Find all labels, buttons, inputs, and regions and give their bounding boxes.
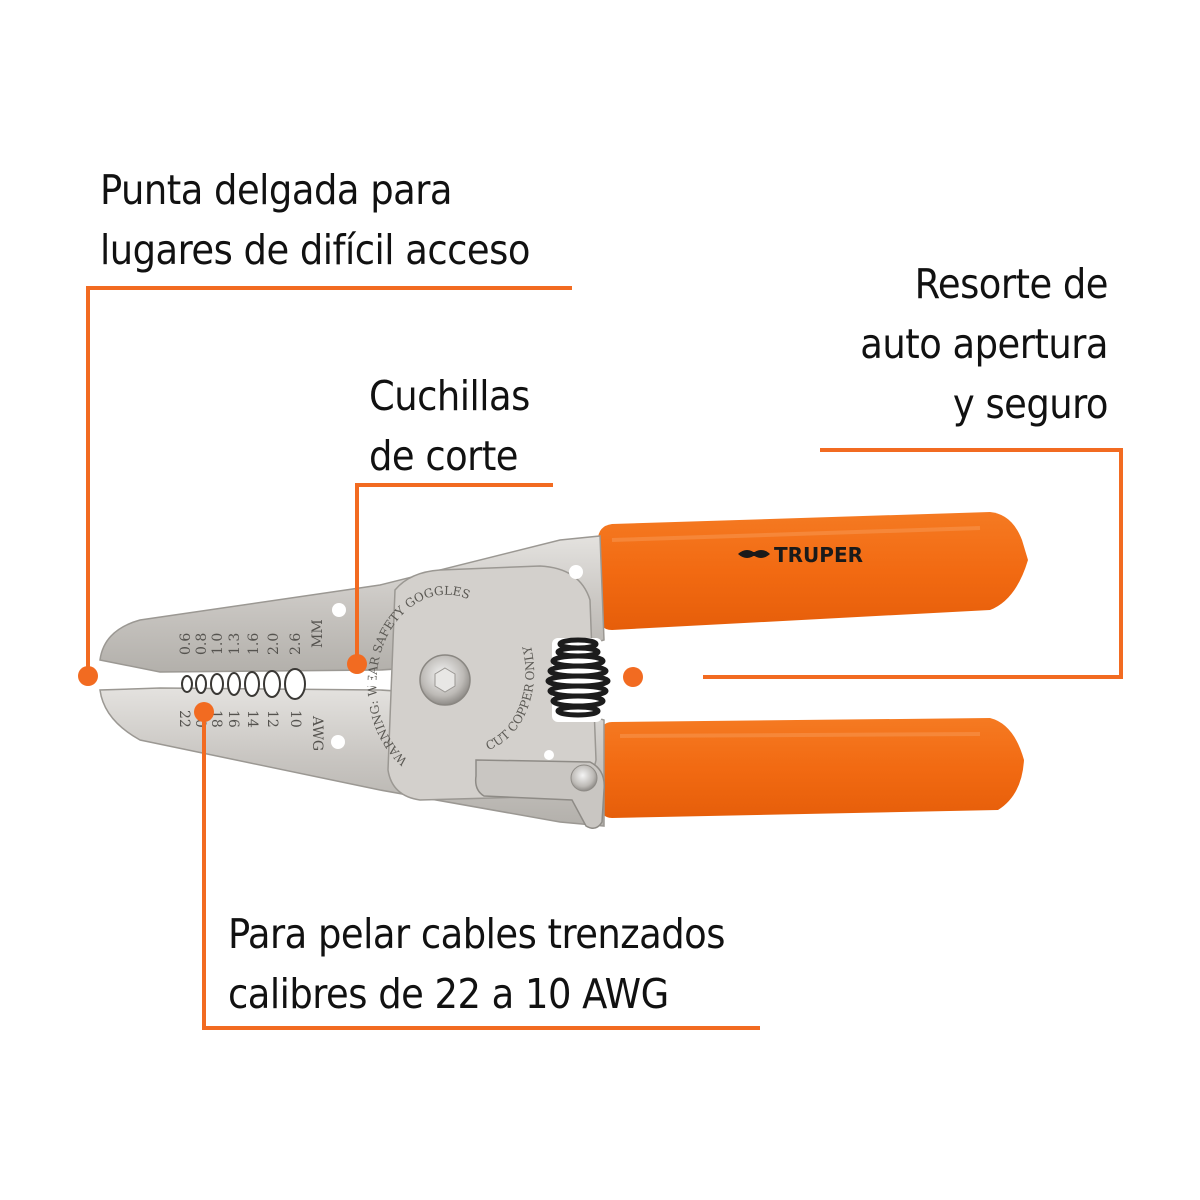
svg-text:1.0: 1.0: [210, 633, 226, 655]
callout-spring: Resorte de auto apertura y seguro: [860, 254, 1108, 434]
callout-blades: Cuchillas de corte: [369, 366, 530, 486]
callout-spring-line-2: auto apertura: [860, 320, 1108, 368]
leader-tip: [86, 286, 572, 676]
svg-text:2.0: 2.0: [266, 633, 282, 655]
callout-blades-line-2: de corte: [369, 432, 518, 480]
spring: [545, 637, 611, 722]
svg-text:1.3: 1.3: [227, 633, 243, 655]
svg-text:1.6: 1.6: [246, 633, 262, 655]
leader-spring: [703, 448, 1123, 679]
lock-latch: [474, 759, 605, 829]
leader-blades: [355, 483, 553, 664]
svg-text:2.6: 2.6: [288, 633, 304, 655]
lower-handle: [600, 718, 1024, 818]
svg-text:10: 10: [287, 710, 303, 728]
svg-text:AWG: AWG: [309, 715, 325, 751]
callout-spring-line-3: y seguro: [952, 380, 1109, 428]
svg-text:12: 12: [264, 710, 280, 728]
rivet-hole: [332, 603, 346, 617]
truper-logo-icon: [738, 550, 770, 558]
callout-tip: Punta delgada para lugares de difícil ac…: [100, 160, 530, 280]
marker-stripping: [194, 702, 214, 722]
upper-handle: [598, 512, 1028, 630]
svg-text:14: 14: [244, 710, 260, 728]
callout-blades-line-1: Cuchillas: [369, 372, 530, 420]
brand-label: TRUPER: [774, 543, 863, 567]
svg-text:0.8: 0.8: [194, 633, 210, 655]
callout-stripping-line-2: calibres de 22 a 10 AWG: [228, 970, 669, 1018]
callout-stripping-line-1: Para pelar cables trenzados: [228, 910, 725, 958]
svg-text:0.6: 0.6: [178, 633, 194, 655]
svg-text:22: 22: [176, 710, 192, 728]
marker-spring: [623, 667, 643, 687]
mm-scale: 0.6 0.8 1.0 1.3 1.6 2.0 2.6 MM: [178, 619, 326, 655]
callout-tip-line-2: lugares de difícil acceso: [100, 226, 530, 274]
leader-stripping: [202, 712, 760, 1030]
callout-tip-line-1: Punta delgada para: [100, 166, 452, 214]
callout-stripping: Para pelar cables trenzados calibres de …: [228, 904, 725, 1024]
marker-tip: [78, 666, 98, 686]
rivet-hole: [544, 750, 554, 760]
svg-text:16: 16: [225, 710, 241, 728]
rivet-hole: [569, 565, 583, 579]
callout-spring-line-1: Resorte de: [914, 260, 1109, 308]
rivet-hole: [331, 735, 345, 749]
marker-blades: [347, 654, 367, 674]
stripping-holes: [181, 668, 306, 700]
svg-text:MM: MM: [310, 619, 326, 648]
